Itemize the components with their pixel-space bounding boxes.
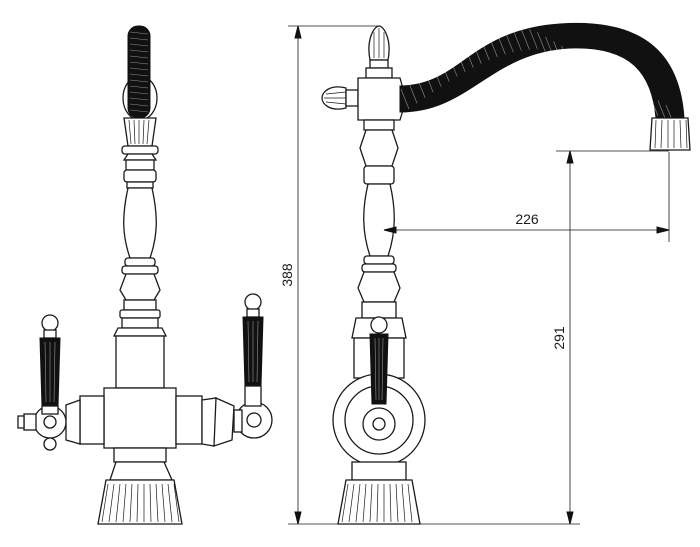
side-spout-hub	[357, 77, 407, 121]
dimension-lines: 388 226 291	[279, 25, 670, 525]
side-spout	[399, 22, 691, 151]
front-spray-head	[121, 25, 159, 155]
side-left-knob	[321, 86, 359, 110]
front-right-lever	[242, 293, 264, 407]
front-column	[112, 153, 168, 389]
dimension-spout-reach: 226	[515, 211, 539, 227]
front-base	[97, 447, 183, 525]
front-view	[17, 25, 273, 525]
side-column	[351, 119, 407, 379]
dimension-total-height: 388	[279, 263, 295, 287]
side-body	[332, 316, 426, 467]
side-top-knob	[365, 25, 393, 79]
front-left-lever	[39, 314, 61, 415]
side-base	[337, 461, 421, 525]
side-view	[321, 22, 691, 525]
dimension-spout-height: 291	[551, 326, 567, 350]
